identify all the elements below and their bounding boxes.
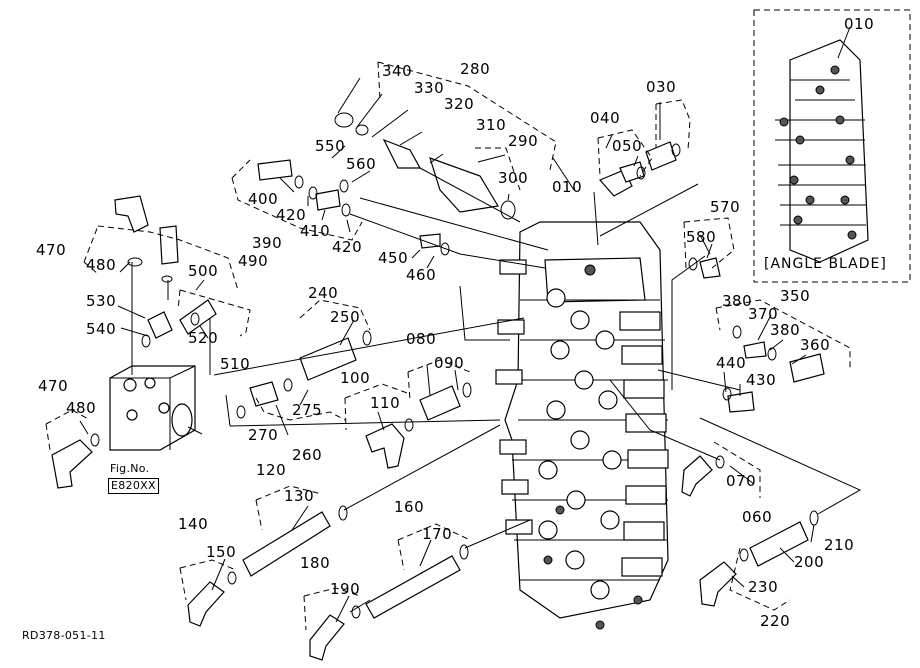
- part-label-110: 110: [370, 394, 401, 412]
- part-label-360: 360: [800, 336, 831, 354]
- part-label-460: 460: [406, 266, 437, 284]
- part-label-310: 310: [476, 116, 507, 134]
- part-label-060: 060: [742, 508, 773, 526]
- inset-caption: [ANGLE BLADE]: [764, 256, 887, 272]
- part-label-260: 260: [292, 446, 323, 464]
- part-label-140: 140: [178, 515, 209, 533]
- part-label-320: 320: [444, 95, 475, 113]
- part-label-170: 170: [422, 525, 453, 543]
- part-label-530: 530: [86, 292, 117, 310]
- part-label-250: 250: [330, 308, 361, 326]
- part-label-350: 350: [780, 287, 811, 305]
- part-label-130: 130: [284, 487, 315, 505]
- part-label-100: 100: [340, 369, 371, 387]
- part-label-540: 540: [86, 320, 117, 338]
- main-valve-illustration: [495, 221, 669, 630]
- part-label-200: 200: [794, 553, 825, 571]
- part-label-230: 230: [748, 578, 779, 596]
- part-label-380-bottom: 380: [770, 321, 801, 339]
- part-label-120: 120: [256, 461, 287, 479]
- part-label-560: 560: [346, 155, 377, 173]
- part-label-490: 490: [238, 252, 269, 270]
- part-label-520: 520: [188, 329, 219, 347]
- part-label-290: 290: [508, 132, 539, 150]
- part-label-550: 550: [315, 137, 346, 155]
- part-label-510: 510: [220, 355, 251, 373]
- part-label-410: 410: [300, 222, 331, 240]
- part-label-070: 070: [726, 472, 757, 490]
- part-label-240: 240: [308, 284, 339, 302]
- figure-ref-line1: Fig.No.: [110, 462, 150, 475]
- o-rings: [90, 112, 819, 619]
- part-label-450: 450: [378, 249, 409, 267]
- part-label-180: 180: [300, 554, 331, 572]
- part-label-500: 500: [188, 262, 219, 280]
- part-label-470-bottom: 470: [38, 377, 69, 395]
- part-label-440: 440: [716, 354, 747, 372]
- part-label-400: 400: [248, 190, 279, 208]
- figure-ref-line2: E820XX: [108, 478, 159, 494]
- part-label-275: 275: [292, 401, 323, 419]
- part-label-030: 030: [646, 78, 677, 96]
- part-label-210: 210: [824, 536, 855, 554]
- part-label-090: 090: [434, 354, 465, 372]
- inset-valve-illustration: [775, 39, 869, 263]
- part-label-220: 220: [760, 612, 791, 630]
- part-label-370: 370: [748, 305, 779, 323]
- part-label-150: 150: [206, 543, 237, 561]
- part-label-430: 430: [746, 371, 777, 389]
- part-label-010-inset: 010: [844, 15, 875, 33]
- part-label-280: 280: [460, 60, 491, 78]
- part-label-050: 050: [612, 137, 643, 155]
- part-label-270: 270: [248, 426, 279, 444]
- part-label-380-top: 380: [722, 292, 753, 310]
- inset-frame: [753, 9, 911, 283]
- part-label-390: 390: [252, 234, 283, 252]
- part-label-340: 340: [382, 62, 413, 80]
- drawing-id: RD378-051-11: [22, 629, 106, 642]
- part-label-190: 190: [330, 580, 361, 598]
- part-label-420-left: 420: [276, 206, 307, 224]
- group-brackets: [45, 61, 851, 631]
- part-label-080: 080: [406, 330, 437, 348]
- part-label-480-bottom: 480: [66, 399, 97, 417]
- elbow-fittings: [51, 169, 737, 661]
- part-label-010-main: 010: [552, 178, 583, 196]
- part-label-580: 580: [686, 228, 717, 246]
- leader-lines: [79, 77, 862, 623]
- part-label-480-top: 480: [86, 256, 117, 274]
- part-label-300: 300: [498, 169, 529, 187]
- part-label-470-top: 470: [36, 241, 67, 259]
- part-label-330: 330: [414, 79, 445, 97]
- part-label-570: 570: [710, 198, 741, 216]
- part-label-420-right: 420: [332, 238, 363, 256]
- manifold-block-illustration: [109, 365, 196, 451]
- part-label-160: 160: [394, 498, 425, 516]
- part-label-040: 040: [590, 109, 621, 127]
